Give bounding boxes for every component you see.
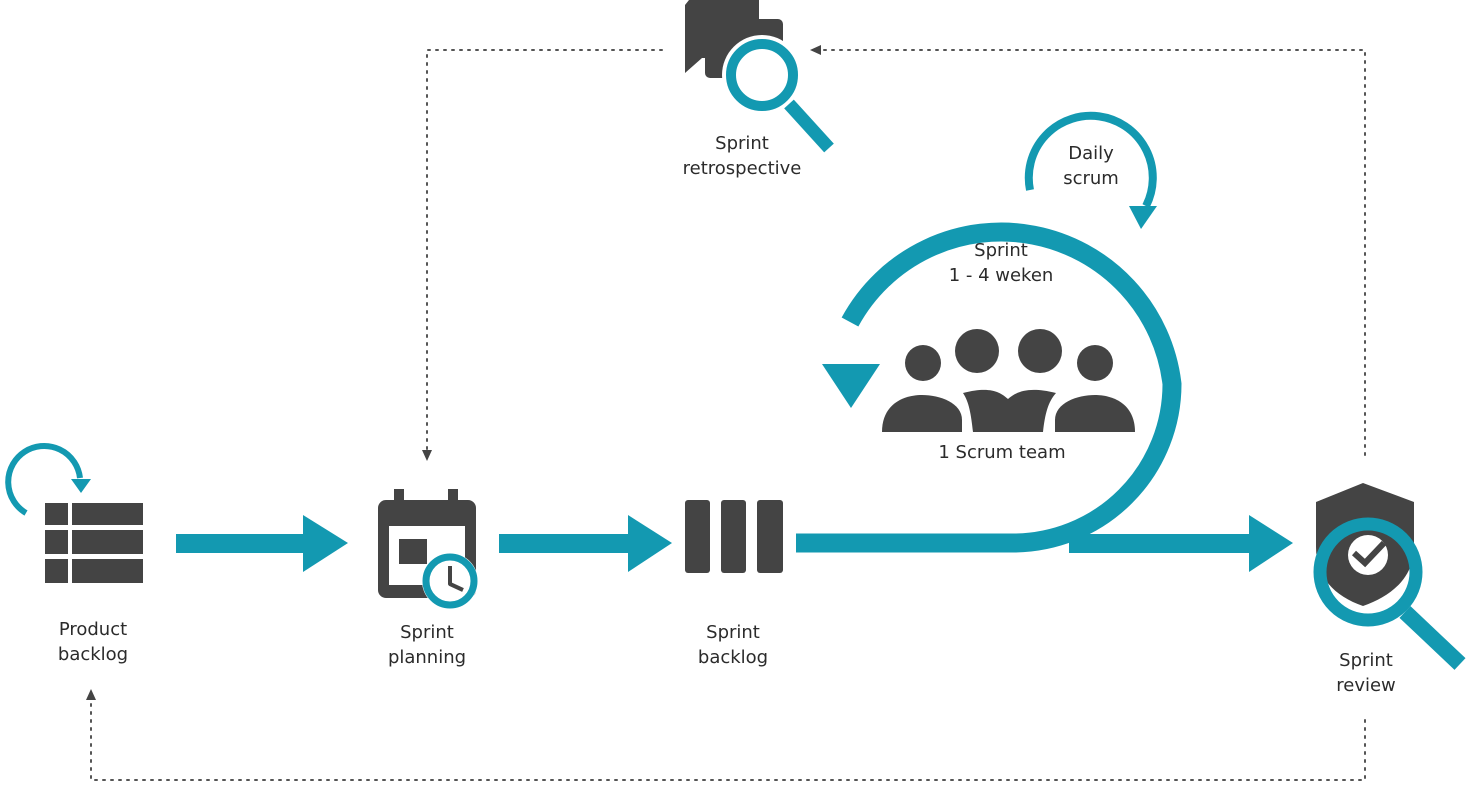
label-sprint-duration: Sprint 1 - 4 weken bbox=[949, 238, 1054, 288]
label-line2: 1 - 4 weken bbox=[948, 265, 1054, 286]
flow-arrow-2 bbox=[499, 515, 672, 572]
feedback-line-retro-to-planning bbox=[426, 49, 663, 453]
sprint-backlog-icon bbox=[685, 500, 783, 573]
clock-icon bbox=[422, 553, 478, 609]
label-line1: Sprint bbox=[715, 133, 769, 154]
magnifier-icon bbox=[1313, 517, 1466, 670]
label-scrum-team: 1 Scrum team bbox=[938, 440, 1065, 465]
sprint-cycle-arrow bbox=[796, 222, 1293, 572]
label-line1: Product bbox=[58, 619, 128, 640]
label-product-backlog: Product backlog bbox=[58, 617, 128, 667]
label-line2: backlog bbox=[697, 647, 769, 668]
sprint-retrospective-icon bbox=[685, 0, 834, 153]
label-sprint-retrospective: Sprint retrospective bbox=[683, 131, 802, 181]
label-line2: scrum bbox=[1063, 168, 1119, 189]
checkmark-icon bbox=[1348, 535, 1388, 575]
label-line1: Sprint bbox=[400, 622, 454, 643]
label-line2: planning bbox=[387, 647, 467, 668]
label-sprint-review: Sprint review bbox=[1336, 648, 1396, 698]
flow-arrow-1 bbox=[176, 515, 348, 572]
daily-scrum-arrow bbox=[1024, 111, 1157, 229]
label-sprint-backlog: Sprint backlog bbox=[698, 620, 768, 670]
label-line1: Daily bbox=[1068, 143, 1114, 164]
team-icon bbox=[882, 329, 1135, 432]
label-daily-scrum: Daily scrum bbox=[1063, 141, 1119, 191]
label-sprint-planning: Sprint planning bbox=[388, 620, 466, 670]
label-line2: retrospective bbox=[682, 158, 802, 179]
label-line2: review bbox=[1336, 675, 1396, 696]
sprint-planning-icon bbox=[378, 489, 478, 609]
label-line2: backlog bbox=[57, 644, 129, 665]
columns-icon bbox=[685, 500, 783, 573]
feedback-arrowhead-down-icon bbox=[422, 450, 432, 461]
feedback-line-review-to-retro bbox=[819, 49, 1366, 456]
feedback-arrowhead-left-icon bbox=[810, 45, 821, 55]
label-line1: Sprint bbox=[1339, 650, 1393, 671]
table-icon bbox=[45, 503, 143, 583]
product-backlog-icon bbox=[5, 442, 143, 583]
feedback-line-review-to-product-backlog bbox=[90, 701, 1366, 781]
label-line1: 1 Scrum team bbox=[938, 442, 1066, 463]
feedback-arrowhead-up-icon bbox=[86, 689, 96, 700]
calendar-icon bbox=[378, 489, 476, 598]
magnifier-icon bbox=[722, 35, 834, 153]
label-line1: Sprint bbox=[974, 240, 1028, 261]
sprint-review-icon bbox=[1313, 483, 1466, 670]
label-line1: Sprint bbox=[706, 622, 760, 643]
